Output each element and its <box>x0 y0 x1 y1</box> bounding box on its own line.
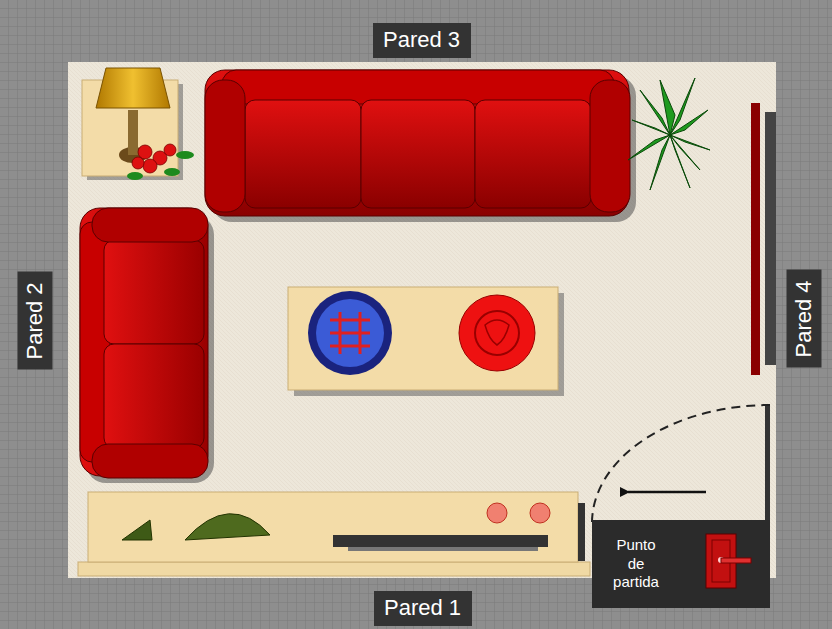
plant <box>628 78 710 190</box>
tv-console <box>78 492 590 576</box>
door-swing <box>592 405 770 522</box>
wall-stub <box>765 405 770 520</box>
start-point-box: Punto de partida <box>592 520 770 608</box>
coffee-table <box>288 287 564 396</box>
lamp-table <box>82 68 194 180</box>
direction-arrow <box>628 491 706 494</box>
sofa-top <box>205 70 636 222</box>
wall-label: Pared 1 <box>374 591 472 626</box>
wall-label: Pared 4 <box>787 269 822 367</box>
sofa-left <box>80 208 214 483</box>
door-icon <box>696 532 756 592</box>
wall-label: Pared 2 <box>18 271 53 369</box>
label-text: Pared 3 <box>383 27 461 53</box>
label-text: Pared 4 <box>791 279 817 357</box>
label-text: Punto de partida <box>606 536 666 592</box>
curtain <box>751 103 760 375</box>
label-text: Pared 1 <box>384 595 462 621</box>
wall-label: Pared 3 <box>373 23 471 58</box>
label-text: Pared 2 <box>22 281 48 359</box>
window <box>765 112 776 365</box>
floor <box>68 62 776 578</box>
